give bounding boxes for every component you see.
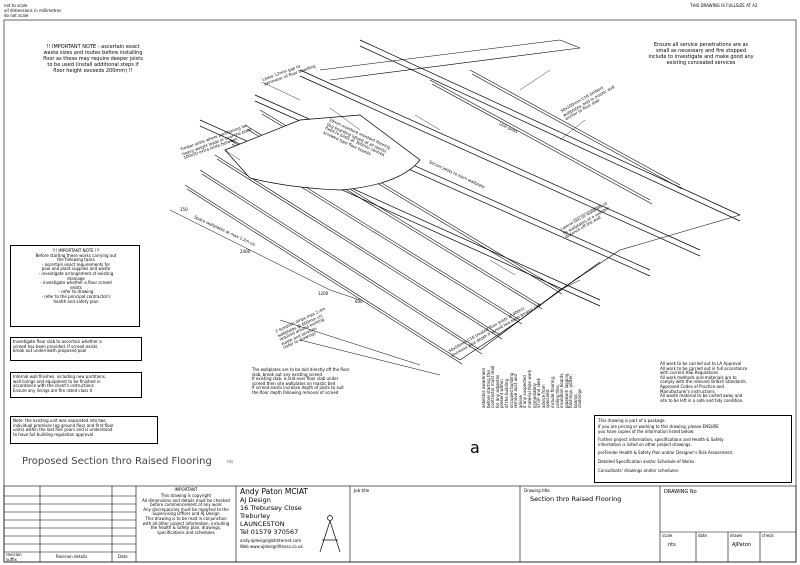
dimension-2400: 2400 bbox=[240, 249, 251, 254]
package-item-3: Detailed Specification and/or Schedule o… bbox=[598, 459, 696, 464]
drawing-title-value: Section thro Raised Flooring bbox=[530, 495, 622, 503]
package-info-box: This drawing is part of a package. If yo… bbox=[594, 415, 792, 483]
dimension-1200: 1200 bbox=[318, 291, 329, 296]
wallplates-note: The wallplates are to be laid directly o… bbox=[252, 367, 350, 395]
company-line-2: 16 Trebursey Close bbox=[240, 504, 302, 512]
package-body: If you are pricing or working to this dr… bbox=[598, 424, 719, 434]
important-copyright-note: This drawing is copyright All dimensions… bbox=[142, 493, 230, 535]
company-web: Web www.ajdesignfitness.co.uk bbox=[240, 544, 303, 549]
not-to-scale-label: not to scale bbox=[4, 3, 28, 8]
investigate-slab-box: Investigate floor slab to ascertain whet… bbox=[10, 337, 142, 361]
dimension-150: 150 bbox=[180, 207, 188, 212]
revision-suffix-label: revision suffix bbox=[6, 552, 22, 562]
flooring-board-sheet bbox=[224, 114, 421, 191]
section-title: Proposed Section thro Raised Flooring bbox=[22, 456, 212, 467]
important-note-box: !!! IMPORTANT NOTE !!! Before starting t… bbox=[10, 245, 140, 327]
important-note-waste: !! IMPORTANT NOTE - ascertain exact wast… bbox=[43, 44, 143, 74]
ajdesign-compass-logo bbox=[319, 515, 341, 553]
scale-label: scale bbox=[662, 533, 673, 538]
important-title: IMPORTANT bbox=[174, 487, 198, 492]
company-name: Andy Paton MCIAT bbox=[240, 487, 308, 496]
drawn-label: drawn bbox=[730, 533, 743, 538]
important-note-tasks: !!! IMPORTANT NOTE !!! Before starting t… bbox=[35, 248, 117, 304]
separated-unit-box: Note: the existing unit was separated in… bbox=[10, 416, 158, 444]
company-line-3: Treburley bbox=[240, 512, 271, 520]
check-label: check bbox=[762, 533, 774, 538]
company-line-4: LAUNCESTON bbox=[240, 520, 285, 528]
dimension-600: 600 bbox=[355, 299, 363, 304]
investigate-slab-note: Investigate floor slab to ascertain whet… bbox=[13, 339, 102, 354]
company-line-1: AJ Design bbox=[240, 496, 271, 504]
service-penetrations-note: Ensure all service penetrations are as s… bbox=[648, 42, 754, 66]
leader-lines bbox=[224, 69, 601, 276]
asbestos-note-rotated: asbestos awareness before starting this … bbox=[481, 365, 583, 408]
drawing-number-label: DRAWING No bbox=[664, 489, 697, 495]
wall-finishes-note: Internal wall finishes, including new pa… bbox=[13, 374, 107, 393]
separated-unit-note: Note: the existing unit was separated in… bbox=[13, 418, 114, 437]
title-block-grid bbox=[3, 485, 797, 563]
do-not-scale-label: do not scale bbox=[4, 13, 29, 18]
date-label: date bbox=[698, 533, 708, 538]
revision-date-label: Date bbox=[118, 554, 128, 559]
cross-timbers bbox=[319, 39, 741, 361]
company-email: andy.ajdesign@btinternet.com bbox=[240, 538, 302, 543]
section-title-scale: nts bbox=[227, 459, 234, 464]
alpha-mark: a bbox=[470, 438, 480, 457]
package-item-2: preTender Health & Safety Plan and/or De… bbox=[598, 450, 734, 455]
revision-details-label: Revision details bbox=[56, 554, 88, 559]
package-title: This drawing is part of a package. bbox=[598, 418, 666, 423]
package-item-1: Further project information, specificati… bbox=[598, 437, 724, 447]
drawn-value: AJPaton bbox=[732, 542, 751, 548]
fullsize-label: THIS DRAWING IS FULLSIZE AT A2 bbox=[690, 3, 758, 8]
floor-joists bbox=[184, 69, 683, 365]
dimension-lines bbox=[169, 209, 581, 376]
la-approval-note: All work to be carried out to LA Approva… bbox=[660, 361, 748, 403]
drawing-title-label: Drawing title bbox=[524, 488, 550, 493]
package-item-4: Consultants' drawings and/or schedules. bbox=[598, 468, 680, 473]
job-title-label: Job title bbox=[354, 488, 370, 493]
dimensions-label: all dimensions in millimetres bbox=[4, 8, 62, 13]
wall-finishes-box: Internal wall finishes, including new pa… bbox=[10, 372, 142, 398]
scale-value: nts bbox=[668, 542, 676, 548]
company-phone: Tel 01579 370567 bbox=[240, 528, 299, 536]
